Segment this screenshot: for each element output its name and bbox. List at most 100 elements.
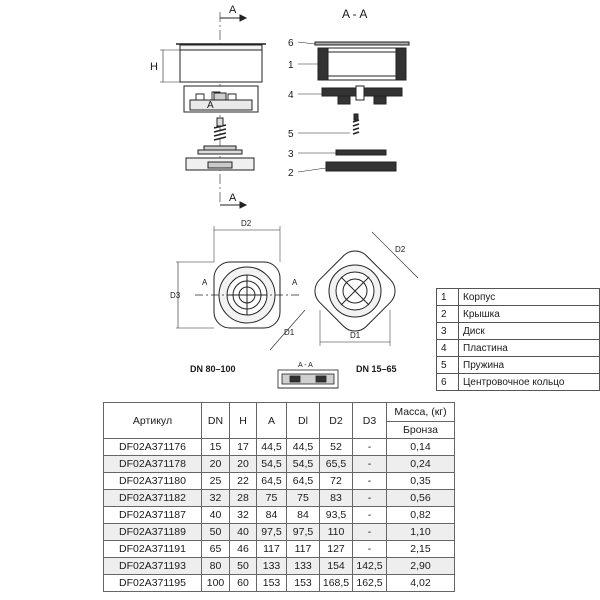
callout-1: 1 <box>288 60 294 71</box>
d1-label-right: D1 <box>350 331 361 340</box>
cell-d3: - <box>352 523 387 541</box>
cell-d3: - <box>352 438 387 456</box>
cell-article: DF02A371187 <box>103 506 202 524</box>
cell-mass-bronze: 2,90 <box>386 557 455 575</box>
cell-h: 50 <box>229 557 257 575</box>
specification-table: Артикул DN H A Dl D2 D3 Масса, (кг) Брон… <box>103 402 455 592</box>
cell-h: 60 <box>229 574 257 592</box>
callout-2: 2 <box>288 168 294 179</box>
legend-part-name: Диск <box>458 322 600 340</box>
cell-a: 54,5 <box>256 455 287 473</box>
cell-a: 117 <box>256 540 287 558</box>
height-dimension-label: H <box>150 61 158 73</box>
cell-d3: - <box>352 489 387 507</box>
header-d2: D2 <box>319 402 353 439</box>
cell-dl: 54,5 <box>286 455 320 473</box>
cell-article: DF02A371189 <box>103 523 202 541</box>
cell-dn: 20 <box>201 455 230 473</box>
header-article: Артикул <box>103 402 202 439</box>
cell-d3: - <box>352 540 387 558</box>
mini-section-view <box>277 369 339 389</box>
cell-article: DF02A371193 <box>103 557 202 575</box>
section-mark-a-top: A <box>229 4 237 16</box>
cell-d2: 127 <box>319 540 353 558</box>
legend-part-name: Центровочное кольцо <box>458 373 600 391</box>
cell-article: DF02A371191 <box>103 540 202 558</box>
header-d3: D3 <box>352 402 387 439</box>
cell-dn: 100 <box>201 574 230 592</box>
legend-part-name: Корпус <box>458 288 600 306</box>
front-view <box>160 12 266 209</box>
cell-dl: 75 <box>286 489 320 507</box>
cell-h: 28 <box>229 489 257 507</box>
cell-d2: 168,5 <box>319 574 353 592</box>
cell-a: 44,5 <box>256 438 287 456</box>
cell-dn: 25 <box>201 472 230 490</box>
d3-label: D3 <box>170 291 181 300</box>
header-bronze: Бронза <box>386 421 455 439</box>
cell-d2: 72 <box>319 472 353 490</box>
cell-dl: 97,5 <box>286 523 320 541</box>
cell-dn: 40 <box>201 506 230 524</box>
cell-article: DF02A371195 <box>103 574 202 592</box>
cell-d3: 142,5 <box>352 557 387 575</box>
cell-dn: 65 <box>201 540 230 558</box>
cell-dl: 84 <box>286 506 320 524</box>
legend-part-name: Пружина <box>458 356 600 374</box>
header-mass: Масса, (кг) <box>386 402 455 422</box>
cell-a: 133 <box>256 557 287 575</box>
cell-d2: 65,5 <box>319 455 353 473</box>
cell-d2: 52 <box>319 438 353 456</box>
caption-dn15-65: DN 15–65 <box>356 364 397 374</box>
cell-d3: - <box>352 472 387 490</box>
cell-dn: 50 <box>201 523 230 541</box>
header-dl: Dl <box>286 402 320 439</box>
cell-dl: 153 <box>286 574 320 592</box>
cell-a: 97,5 <box>256 523 287 541</box>
cell-dl: 117 <box>286 540 320 558</box>
callout-5: 5 <box>288 129 294 140</box>
d1-label-left: D1 <box>284 328 295 337</box>
cell-mass-bronze: 1,10 <box>386 523 455 541</box>
cell-d2: 93,5 <box>319 506 353 524</box>
caption-dn80-100: DN 80–100 <box>190 364 236 374</box>
cell-dl: 44,5 <box>286 438 320 456</box>
mini-section-title: A - A <box>298 362 313 369</box>
cell-mass-bronze: 0,24 <box>386 455 455 473</box>
cell-dl: 133 <box>286 557 320 575</box>
cell-h: 22 <box>229 472 257 490</box>
cell-dn: 15 <box>201 438 230 456</box>
cell-d3: 162,5 <box>352 574 387 592</box>
cell-h: 32 <box>229 506 257 524</box>
cell-a: 153 <box>256 574 287 592</box>
section-a-right: A <box>292 278 298 287</box>
callout-4: 4 <box>288 90 294 101</box>
legend-number: 1 <box>436 288 459 306</box>
plan-view-dn80-100 <box>176 226 306 351</box>
cell-mass-bronze: 4,02 <box>386 574 455 592</box>
cell-article: DF02A371178 <box>103 455 202 473</box>
cell-mass-bronze: 0,56 <box>386 489 455 507</box>
cell-d3: - <box>352 506 387 524</box>
cell-d2: 110 <box>319 523 353 541</box>
cell-article: DF02A371176 <box>103 438 202 456</box>
header-h: H <box>229 402 257 439</box>
legend-number: 6 <box>436 373 459 391</box>
section-mark-a-middle: A <box>207 100 214 111</box>
cell-a: 84 <box>256 506 287 524</box>
cell-h: 46 <box>229 540 257 558</box>
cell-d3: - <box>352 455 387 473</box>
